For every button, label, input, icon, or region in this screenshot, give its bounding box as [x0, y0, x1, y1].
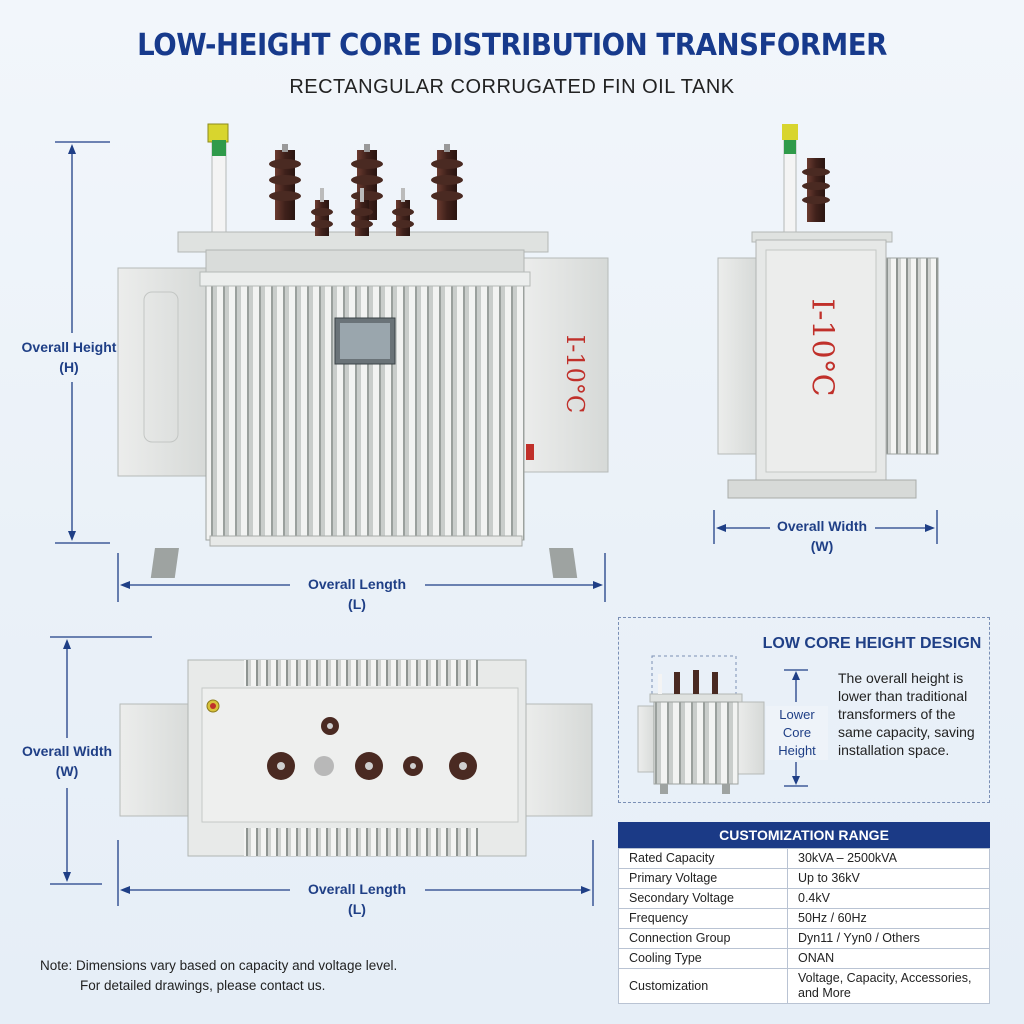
top-length-symbol: (L)	[348, 901, 366, 917]
front-height-symbol: (H)	[59, 359, 79, 375]
side-width-label: Overall Width (W)	[766, 516, 878, 556]
spec-value: Voltage, Capacity, Accessories, and More	[787, 968, 990, 1004]
front-lv-bushings	[311, 188, 414, 236]
top-view-transformer	[119, 659, 593, 857]
spec-value: Dyn11 / Yyn0 / Others	[787, 928, 990, 949]
spec-key: Customization	[618, 968, 788, 1004]
side-width-text: Overall Width	[776, 518, 868, 534]
front-hv-bushings	[269, 144, 463, 220]
front-length-label: Overall Length (L)	[292, 574, 422, 614]
front-length-text: Overall Length	[307, 576, 407, 592]
low-core-panel	[618, 617, 990, 803]
front-height-text: Overall Height	[21, 339, 117, 355]
front-height-label: Overall Height (H)	[14, 337, 124, 377]
page-subtitle: RECTANGULAR CORRUGATED FIN OIL TANK	[289, 76, 735, 98]
spec-value: 0.4kV	[787, 888, 990, 909]
top-width-text: Overall Width	[21, 743, 113, 759]
spec-key: Cooling Type	[618, 948, 788, 969]
spec-value: 30kVA – 2500kVA	[787, 848, 990, 869]
nameplate	[334, 317, 396, 365]
side-width-symbol: (W)	[810, 538, 834, 554]
note-label: Note:	[40, 958, 73, 973]
footnote: Note: Dimensions vary based on capacity …	[40, 956, 460, 996]
top-length-text: Overall Length	[307, 881, 407, 897]
front-tank-marking: I-10°C	[561, 334, 589, 414]
spec-key: Secondary Voltage	[618, 888, 788, 909]
spec-value: 50Hz / 60Hz	[787, 908, 990, 929]
top-dimension-lines	[50, 636, 594, 906]
note-line2: For detailed drawings, please contact us…	[80, 978, 326, 993]
spec-key: Primary Voltage	[618, 868, 788, 889]
spec-key: Connection Group	[618, 928, 788, 949]
lower-core-label: Lower Core Height	[766, 706, 828, 760]
top-width-label: Overall Width (W)	[12, 741, 122, 781]
low-core-description: The overall height is lower than traditi…	[838, 670, 975, 758]
front-top-cover	[177, 231, 549, 253]
side-tank-marking: I-10°C	[804, 298, 840, 397]
note-line1: Dimensions vary based on capacity and vo…	[76, 958, 398, 973]
front-corrugated-fins	[205, 277, 525, 541]
top-length-label: Overall Length (L)	[292, 879, 422, 919]
page-title: LOW-HEIGHT CORE DISTRIBUTION TRANSFORMER	[137, 28, 887, 63]
front-left-radiator	[117, 267, 209, 477]
front-length-symbol: (L)	[348, 596, 366, 612]
spec-value: Up to 36kV	[787, 868, 990, 889]
lower-core-line1: Lower	[779, 707, 815, 722]
front-dimension-lines	[55, 141, 606, 602]
front-tank-group	[117, 231, 609, 578]
low-core-title: LOW CORE HEIGHT DESIGN	[762, 635, 982, 652]
customization-header: CUSTOMIZATION RANGE	[618, 822, 990, 848]
top-width-symbol: (W)	[55, 763, 79, 779]
spec-key: Frequency	[618, 908, 788, 929]
lower-core-line3: Height	[778, 743, 816, 758]
spec-key: Rated Capacity	[618, 848, 788, 869]
lower-core-line2: Core	[782, 725, 812, 740]
spec-value: ONAN	[787, 948, 990, 969]
